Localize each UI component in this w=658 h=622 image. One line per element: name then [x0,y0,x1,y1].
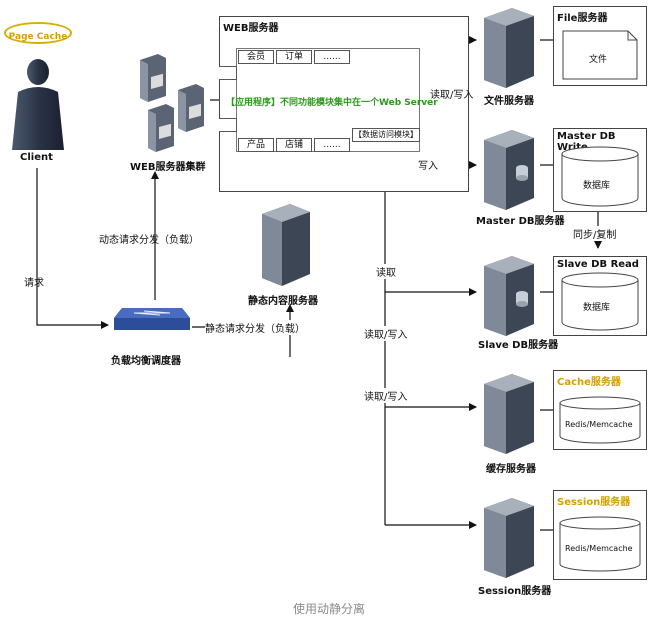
file-label: 文件 [589,55,608,65]
figure-caption: 使用动静分离 [292,602,365,616]
file-server-label: 文件服务器 [484,96,534,107]
slave-db-server-label: Slave DB服务器 [478,340,559,351]
session-box-title: Session服务器 [557,497,631,508]
cache-server-icon [484,374,534,454]
web-server-cluster-label: WEB服务器集群 [130,162,206,173]
module-member: 会员 [238,50,274,64]
page-cache-label: Page Cache [8,32,68,42]
master-db-server-label: Master DB服务器 [476,216,565,227]
master-db-write-title: Master DB Write [557,131,616,153]
slave-db-read-title: Slave DB Read [557,259,639,270]
session-server-label: Session服务器 [478,586,552,597]
edge-label-write: 写入 [418,161,438,172]
static-dispatch-label: 静态请求分发（负载） [205,320,305,335]
left-stub-top [219,66,237,80]
master-db-server-icon [484,130,534,210]
session-server-icon [484,498,534,578]
cache-redis-label: Redis/Memcache [565,420,633,429]
load-balancer-label: 负载均衡调度器 [111,356,181,367]
edge-label-read-write-file: 读取/写入 [430,90,474,101]
request-label: 请求 [24,278,44,289]
left-stub-bottom [219,118,237,132]
static-content-server-icon [262,204,310,286]
file-server-box-title: File服务器 [557,13,608,24]
app-description: 【应用程序】不同功能模块集中在一个Web Server [226,98,438,108]
web-server-title: WEB服务器 [223,23,279,34]
dynamic-dispatch-label: 动态请求分发（负载） [99,235,199,246]
edge-label-read: 读取 [376,264,396,279]
cache-box-title: Cache服务器 [557,377,621,388]
master-database-icon [561,146,639,207]
load-balancer-icon [114,308,190,330]
file-server-icon [484,8,534,88]
slave-database-label: 数据库 [583,303,611,313]
slave-database-icon [561,272,639,331]
data-access-module: 【数据访问模块】 [352,128,420,142]
edge-label-read-write-cache: 读取/写入 [364,388,408,403]
slave-db-server-icon [484,256,534,336]
sync-copy-label: 同步/复制 [573,226,617,241]
edge-label-read-write-slave: 读取/写入 [364,326,408,341]
module-more-bottom: ...... [314,138,350,152]
module-order: 订单 [276,50,312,64]
module-product: 产品 [238,138,274,152]
cache-storage-icon [559,396,641,444]
page-cache-badge: Page Cache [4,22,72,44]
client-label: Client [20,152,53,163]
static-server-label: 静态内容服务器 [248,296,318,307]
session-storage-icon [559,516,641,572]
module-shop: 店铺 [276,138,312,152]
session-redis-label: Redis/Memcache [565,544,633,553]
client-user-icon [12,59,64,150]
master-database-label: 数据库 [583,181,611,191]
module-more-top: ...... [314,50,350,64]
web-server-cluster-icon [140,54,204,152]
file-document-icon [562,30,638,80]
cache-server-label: 缓存服务器 [486,464,536,475]
